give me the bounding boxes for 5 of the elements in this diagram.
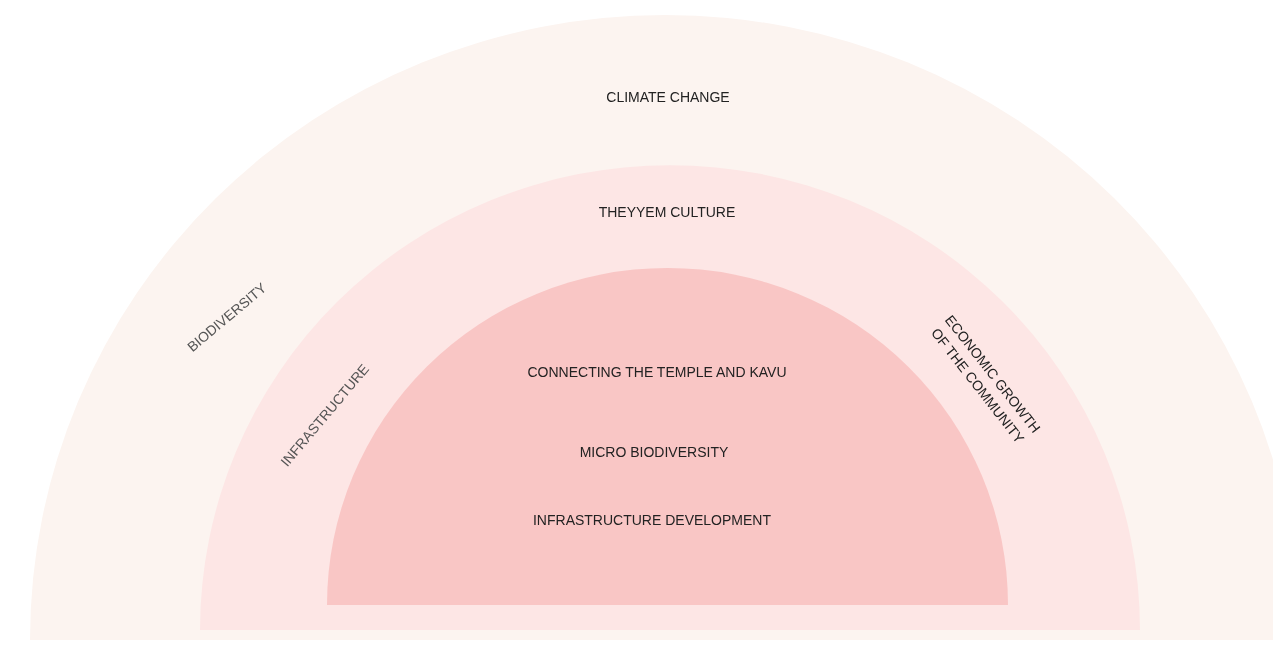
band-label: INFRASTRUCTURE DEVELOPMENT: [532, 510, 772, 530]
band-label: CONNECTING THE TEMPLE AND KAVU: [526, 362, 788, 382]
band-label: MICRO BIODIVERSITY: [578, 442, 730, 462]
band-label: CLIMATE CHANGE: [605, 87, 731, 107]
band-label: THEYYEM CULTURE: [597, 202, 737, 222]
